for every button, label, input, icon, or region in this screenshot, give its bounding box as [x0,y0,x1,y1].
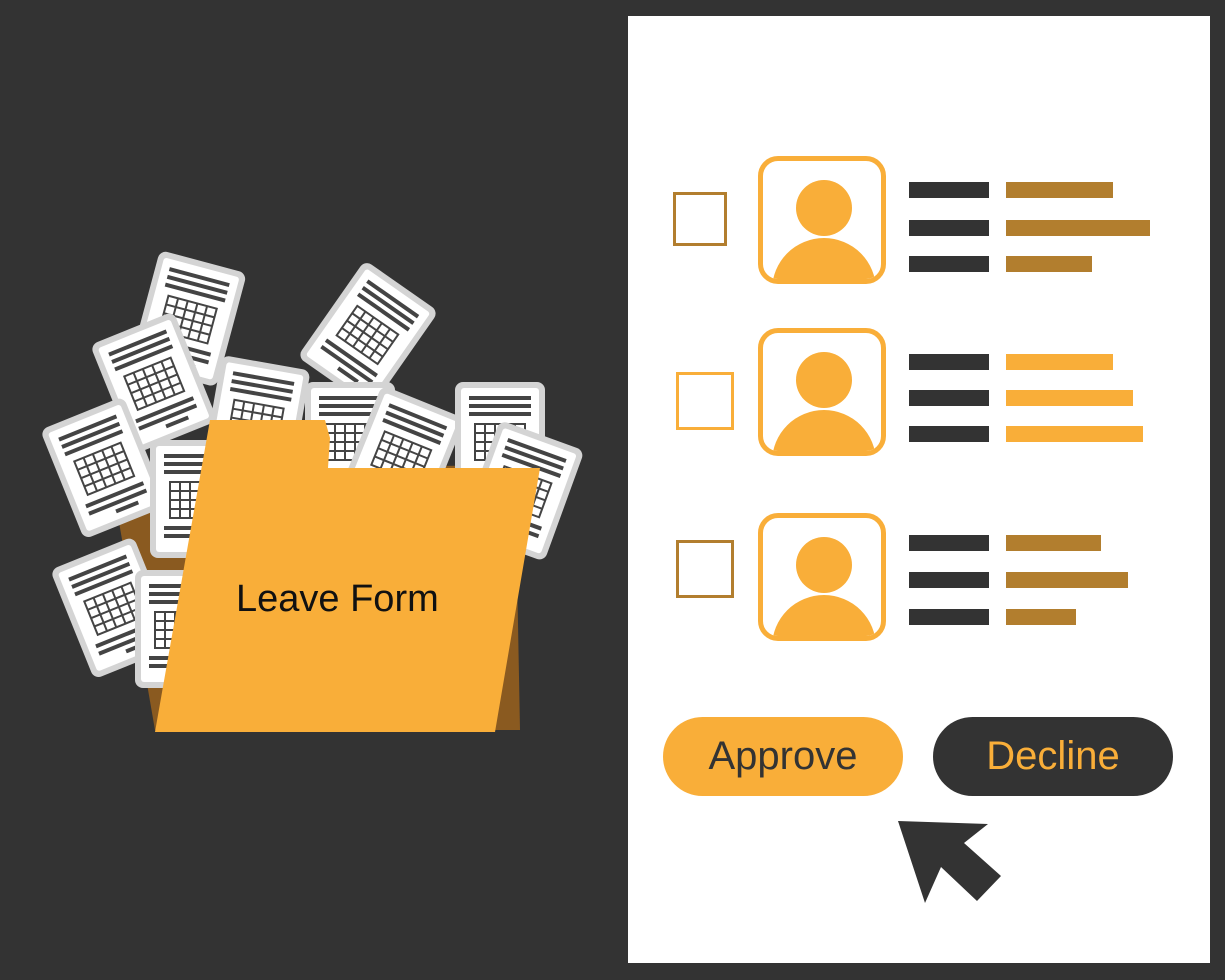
detail-line [909,572,989,588]
avatar-body [772,595,876,636]
avatar-head [796,352,852,408]
leave-form-folder-illustration [39,249,586,732]
detail-line [909,390,989,406]
detail-value-line [1006,354,1113,370]
user-icon[interactable] [758,328,886,456]
applicant-2-checkbox[interactable] [676,372,734,430]
detail-value-line [1006,535,1101,551]
folder-icon [155,420,540,732]
detail-line [909,426,989,442]
avatar-body [772,238,876,279]
detail-value-line [1006,256,1092,272]
avatar-body [772,410,876,451]
applicant-row-3 [628,513,1210,648]
detail-line [909,354,989,370]
detail-line [909,182,989,198]
detail-line [909,609,989,625]
applicant-1-checkbox[interactable] [673,192,727,246]
detail-line [909,256,989,272]
decline-button[interactable]: Decline [933,717,1173,796]
approve-button[interactable]: Approve [663,717,903,796]
detail-line [909,220,989,236]
detail-line [909,535,989,551]
applicant-row-2 [628,328,1210,463]
detail-value-line [1006,182,1113,198]
mouse-pointer-icon [898,821,1001,903]
applicant-3-checkbox[interactable] [676,540,734,598]
detail-value-line [1006,609,1076,625]
detail-value-line [1006,220,1150,236]
avatar-head [796,537,852,593]
detail-value-line [1006,426,1143,442]
avatar-head [796,180,852,236]
applicant-row-1 [628,156,1210,291]
detail-value-line [1006,390,1133,406]
user-icon[interactable] [758,156,886,284]
user-icon[interactable] [758,513,886,641]
detail-value-line [1006,572,1128,588]
approval-panel: Approve Decline [628,16,1210,963]
folder-label: Leave Form [236,578,439,620]
